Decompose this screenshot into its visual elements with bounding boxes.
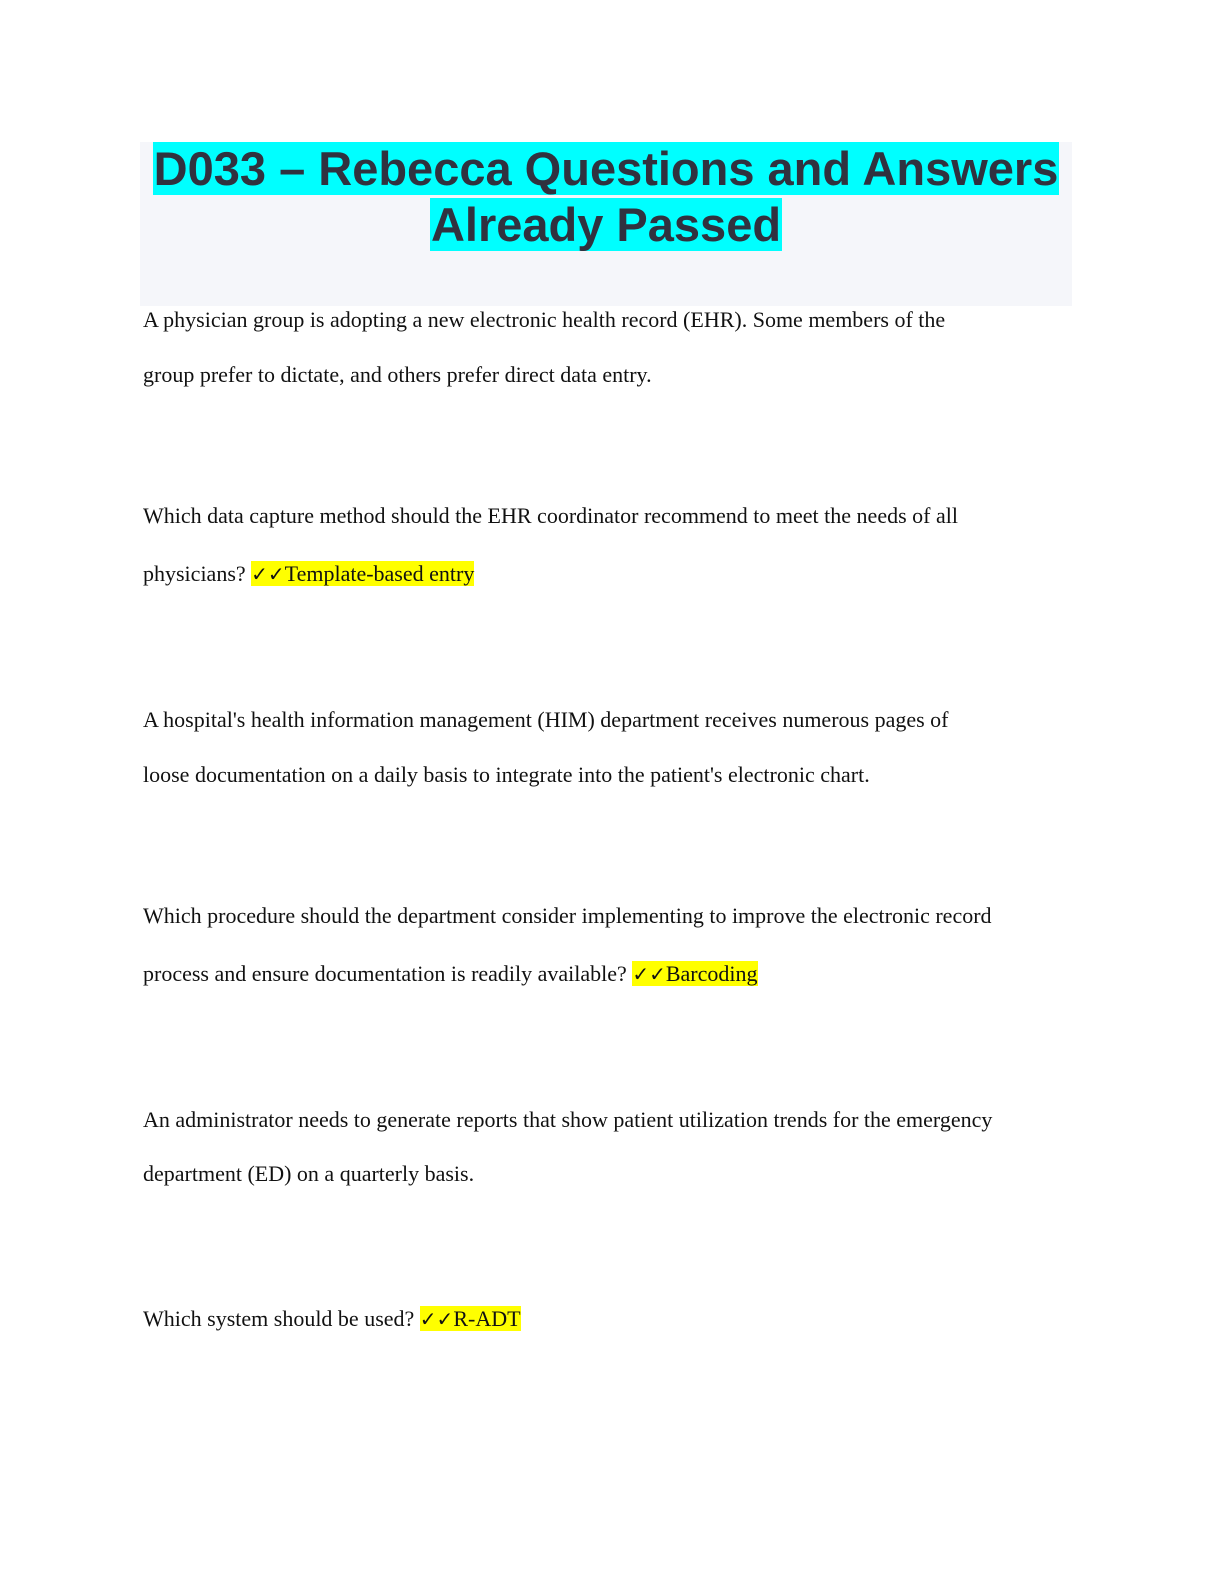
question-line: Which system should be used? ✓✓R-ADT: [143, 1304, 521, 1334]
question-line: Which procedure should the department co…: [143, 903, 992, 928]
paragraph-line: A hospital's health information manageme…: [143, 707, 949, 732]
question-line: physicians? ✓✓Template-based entry: [143, 559, 475, 589]
answer-text: R-ADT: [453, 1306, 521, 1331]
answer-highlight: ✓✓Template-based entry: [251, 561, 475, 586]
document-title-line-1: D033 – Rebecca Questions and Answers: [152, 142, 1060, 195]
double-check-icon: ✓✓: [632, 962, 666, 986]
double-check-icon: ✓✓: [251, 562, 285, 586]
answer-highlight: ✓✓R-ADT: [419, 1306, 521, 1331]
paragraph-line: A physician group is adopting a new elec…: [143, 307, 946, 332]
double-check-icon: ✓✓: [419, 1307, 454, 1331]
answer-text: Template-based entry: [284, 561, 475, 586]
paragraph-line: An administrator needs to generate repor…: [143, 1107, 993, 1132]
question-line: Which data capture method should the EHR…: [143, 503, 958, 528]
question-text: Which system should be used?: [143, 1306, 415, 1331]
answer-highlight: ✓✓Barcoding: [632, 961, 758, 986]
answer-text: Barcoding: [665, 961, 758, 986]
document-title-line-2: Already Passed: [429, 198, 783, 251]
paragraph-line: loose documentation on a daily basis to …: [143, 762, 870, 787]
question-text: physicians?: [143, 561, 246, 586]
paragraph-line: group prefer to dictate, and others pref…: [143, 362, 652, 387]
paragraph-line: department (ED) on a quarterly basis.: [143, 1161, 475, 1186]
question-line: process and ensure documentation is read…: [143, 959, 758, 989]
question-text: process and ensure documentation is read…: [143, 961, 627, 986]
title-block: D033 – Rebecca Questions and Answers Alr…: [140, 142, 1072, 306]
